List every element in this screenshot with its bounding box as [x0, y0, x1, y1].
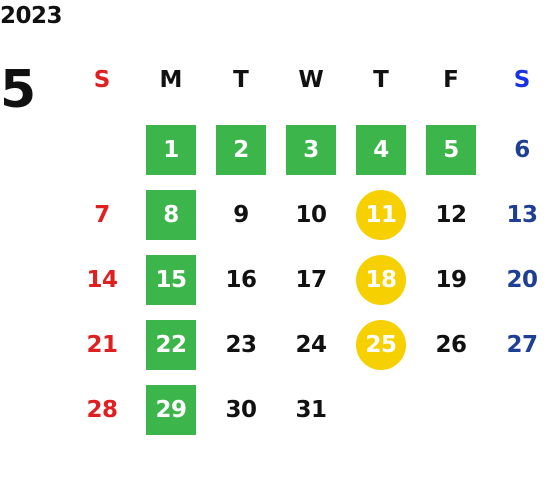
weekday-header: W: [298, 67, 324, 93]
day-cell: 19: [435, 267, 467, 293]
day-cell: 1: [146, 125, 196, 175]
day-cell: 8: [146, 190, 196, 240]
day-cell: 9: [233, 202, 249, 228]
day-cell: 29: [146, 385, 196, 435]
day-cell: 3: [286, 125, 336, 175]
weekday-header: S: [513, 67, 531, 93]
day-cell: 6: [514, 137, 530, 163]
calendar-year: 2023: [0, 3, 63, 29]
day-cell: 23: [225, 332, 257, 358]
day-cell: 12: [435, 202, 467, 228]
day-cell: 25: [356, 320, 406, 370]
weekday-header: T: [373, 67, 389, 93]
day-cell: 17: [295, 267, 327, 293]
weekday-header: M: [159, 67, 183, 93]
weekday-header: S: [93, 67, 111, 93]
day-cell: 7: [94, 202, 110, 228]
day-cell: 16: [225, 267, 257, 293]
day-cell: 2: [216, 125, 266, 175]
day-cell: 10: [295, 202, 327, 228]
day-cell: 14: [86, 267, 118, 293]
day-cell: 4: [356, 125, 406, 175]
day-cell: 26: [435, 332, 467, 358]
day-cell: 13: [506, 202, 538, 228]
weekday-header: F: [443, 67, 459, 93]
day-cell: 30: [225, 397, 257, 423]
day-cell: 27: [506, 332, 538, 358]
day-cell: 5: [426, 125, 476, 175]
day-cell: 31: [295, 397, 327, 423]
day-cell: 15: [146, 255, 196, 305]
weekday-header: T: [233, 67, 249, 93]
day-cell: 21: [86, 332, 118, 358]
day-cell: 18: [356, 255, 406, 305]
day-cell: 20: [506, 267, 538, 293]
day-cell: 22: [146, 320, 196, 370]
day-cell: 11: [356, 190, 406, 240]
day-cell: 28: [86, 397, 118, 423]
calendar-month: 5: [0, 60, 37, 120]
day-cell: 24: [295, 332, 327, 358]
